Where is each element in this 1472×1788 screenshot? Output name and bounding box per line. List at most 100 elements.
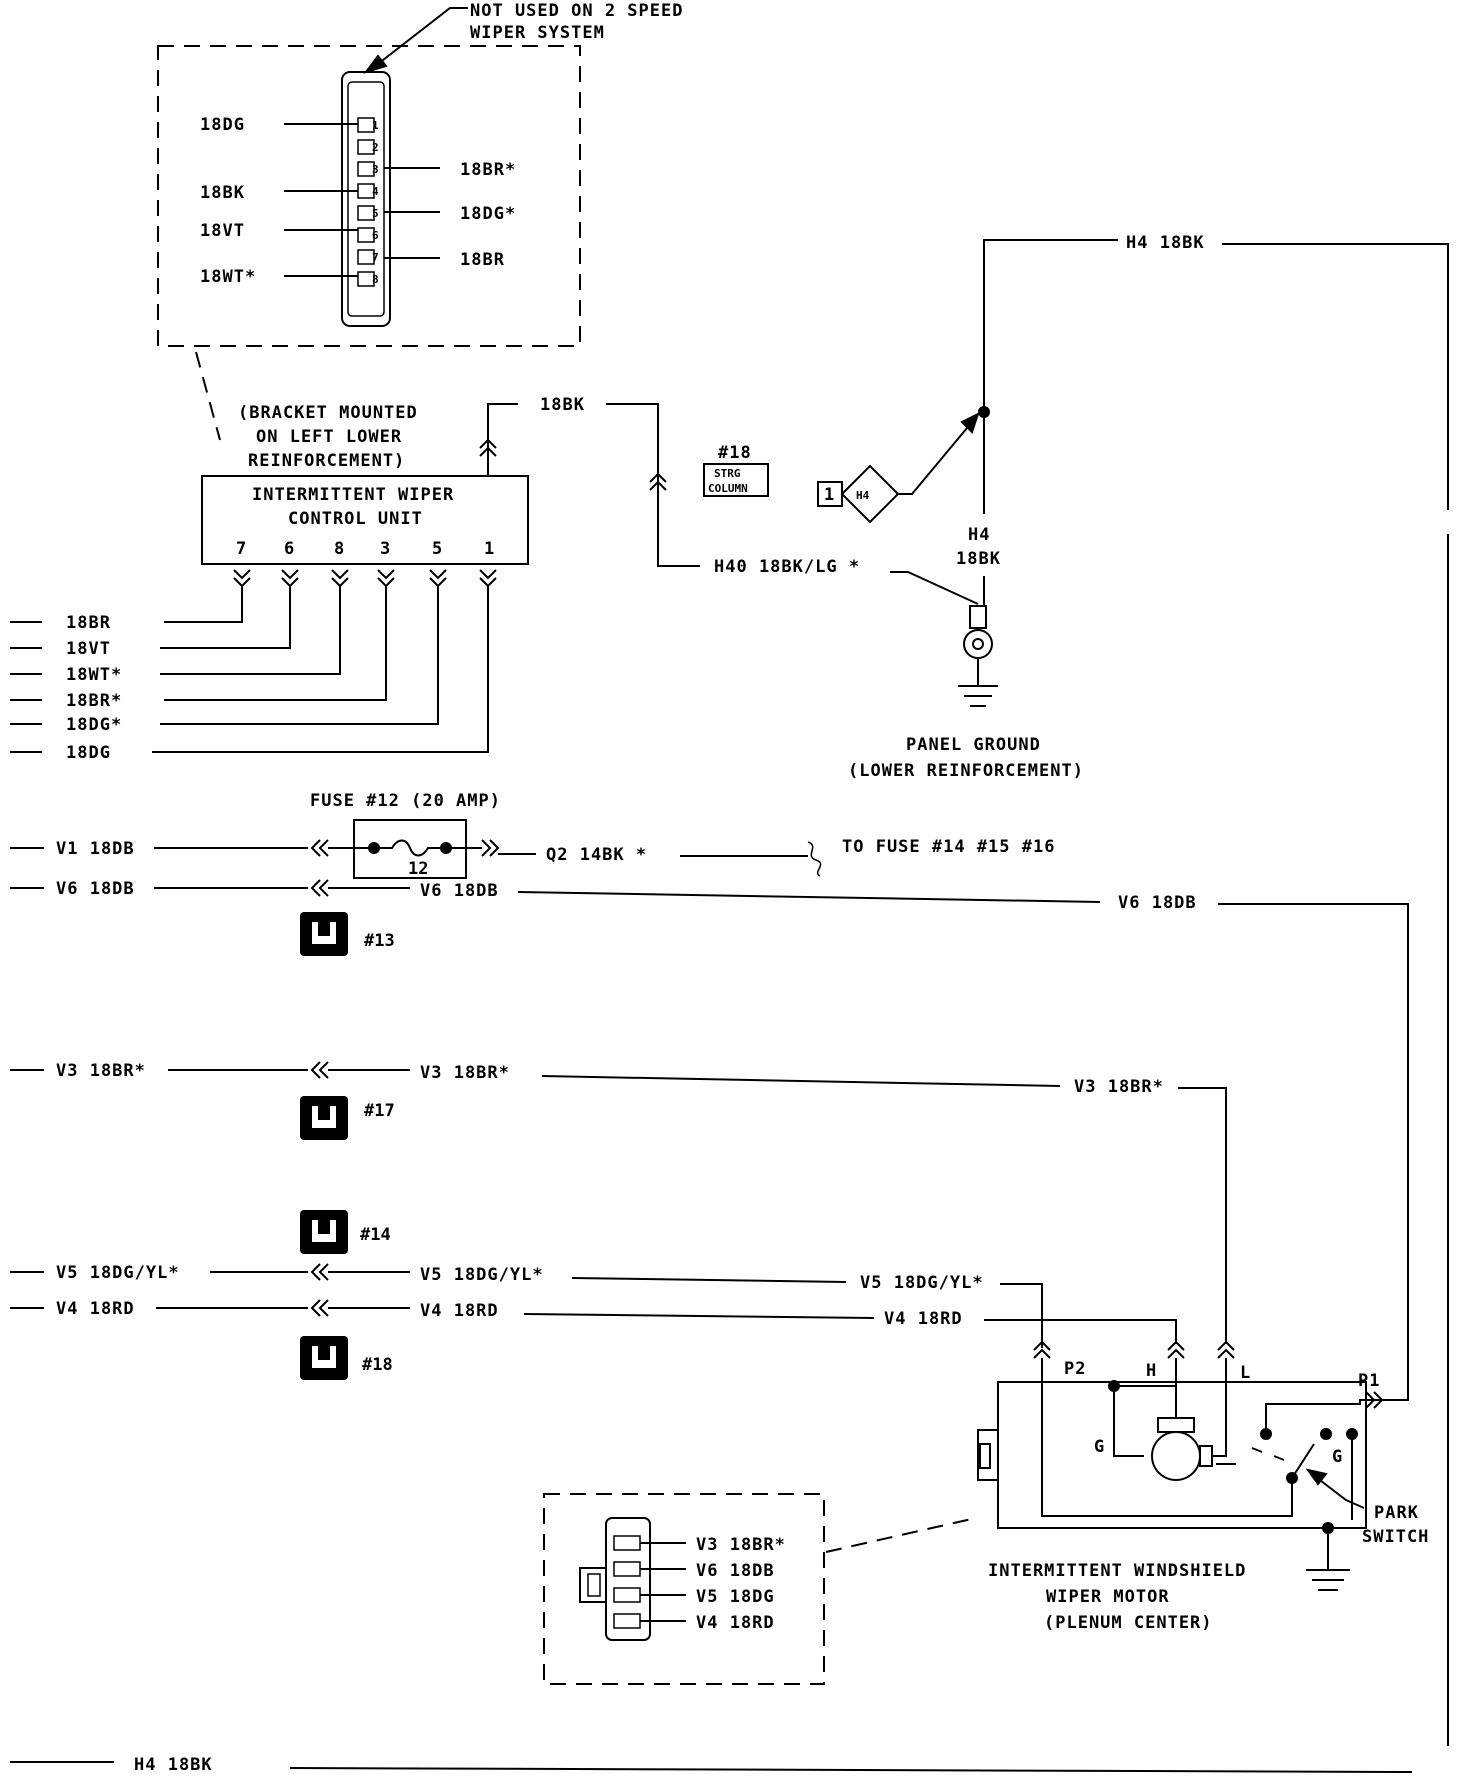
bracket-note-line-1: (BRACKET MOUNTED bbox=[238, 403, 418, 423]
wire-v6-right: V6 18DB bbox=[1118, 893, 1197, 913]
splice-id: H4 bbox=[856, 489, 870, 502]
motor-pin-p1: P1 bbox=[1358, 1371, 1380, 1391]
panel-ground-line-2: (LOWER REINFORCEMENT) bbox=[848, 761, 1084, 781]
motor-armature bbox=[1151, 1431, 1201, 1481]
motor-pin-h: H bbox=[1146, 1361, 1157, 1381]
fuse-12-section: FUSE #12 (20 AMP) 12 V1 18DB Q2 14BK * T… bbox=[10, 791, 1055, 879]
not-used-callout: NOT USED ON 2 SPEED WIPER SYSTEM bbox=[363, 1, 683, 74]
wire-18bk: 18BK bbox=[540, 395, 585, 415]
wire-v3-left: V3 18BR* bbox=[56, 1061, 146, 1081]
fuse-symbol bbox=[380, 839, 440, 857]
left-wire-18dg: 18DG bbox=[66, 743, 111, 763]
strg-line-1: STRG bbox=[714, 467, 741, 480]
strg-num: #18 bbox=[718, 443, 752, 463]
conn-right-label-5: 18DG* bbox=[460, 204, 516, 224]
connector-icon-17 bbox=[300, 1096, 348, 1140]
motor-ground-symbol bbox=[1306, 1528, 1350, 1591]
svg-text:2: 2 bbox=[372, 141, 379, 154]
conn-right-label-3: 18BR* bbox=[460, 160, 516, 180]
motor-pin-p2: P2 bbox=[1064, 1359, 1086, 1379]
conn-left-label-1: 18DG bbox=[200, 115, 245, 135]
control-unit-line-1: INTERMITTENT WIPER bbox=[252, 485, 454, 505]
cu-pin-1: 1 bbox=[484, 539, 494, 559]
connector-cavities: 1 2 3 4 5 6 7 8 bbox=[357, 117, 379, 287]
wire-break-symbol bbox=[807, 841, 822, 877]
strg-line-2: COLUMN bbox=[708, 482, 748, 495]
left-wire-18vt: 18VT bbox=[66, 639, 111, 659]
wire-v4-mid: V4 18RD bbox=[420, 1301, 499, 1321]
fuse-num: 12 bbox=[408, 859, 428, 879]
splice-num: 1 bbox=[824, 485, 834, 505]
motor-connector-detail: V3 18BR* V6 18DB V5 18DG V4 18RD bbox=[543, 1493, 977, 1685]
wire-v6-left: V6 18DB bbox=[56, 879, 135, 899]
splice-diamond bbox=[840, 464, 900, 524]
strg-column-box bbox=[703, 463, 769, 497]
callout-line-1: NOT USED ON 2 SPEED bbox=[470, 1, 683, 21]
svg-text:4: 4 bbox=[372, 185, 379, 198]
connector-label-13: #13 bbox=[364, 931, 395, 951]
svg-text:3: 3 bbox=[372, 163, 379, 176]
connector-icon-14-group: #14 bbox=[300, 1210, 391, 1254]
cu-pin-6: 6 bbox=[284, 539, 294, 559]
svg-text:1: 1 bbox=[372, 119, 379, 132]
bracket-note-line-2: ON LEFT LOWER bbox=[256, 427, 402, 447]
bracket-note-line-3: REINFORCEMENT) bbox=[248, 451, 405, 471]
wire-q2: Q2 14BK * bbox=[546, 845, 647, 865]
control-unit-line-2: CONTROL UNIT bbox=[288, 509, 423, 529]
wire-v5-left: V5 18DG/YL* bbox=[56, 1263, 180, 1283]
wire-v4-left: V4 18RD bbox=[56, 1299, 135, 1319]
wire-h4-vert-line-2: 18BK bbox=[956, 549, 1001, 569]
wire-v4-right: V4 18RD bbox=[884, 1309, 963, 1329]
left-wire-18br: 18BR bbox=[66, 613, 111, 633]
conn-left-label-4: 18BK bbox=[200, 183, 245, 203]
connector-label-17: #17 bbox=[364, 1101, 395, 1121]
motor-title-line-3: (PLENUM CENTER) bbox=[1044, 1613, 1213, 1633]
wire-v3-mid: V3 18BR* bbox=[420, 1063, 510, 1083]
cu-pin-5: 5 bbox=[432, 539, 442, 559]
park-switch-line-2: SWITCH bbox=[1362, 1527, 1429, 1547]
conn-left-label-6: 18VT bbox=[200, 221, 245, 241]
left-wire-18dg-star: 18DG* bbox=[66, 715, 122, 735]
v4-circuit: V4 18RD V4 18RD V4 18RD bbox=[10, 1299, 1177, 1344]
control-unit-outputs: 18BR 18VT 18WT* 18BR* 18DG* 18DG bbox=[10, 569, 497, 763]
connector-icon-13-group: #13 bbox=[300, 912, 395, 956]
wiper-motor: P2 H L P1 G G PARK SWITCH INTERMITTENT W… bbox=[977, 1341, 1429, 1633]
cu-pin-7: 7 bbox=[236, 539, 246, 559]
left-wire-18wt: 18WT* bbox=[66, 665, 122, 685]
motor-g-right: G bbox=[1332, 1447, 1343, 1467]
bracket-note: (BRACKET MOUNTED ON LEFT LOWER REINFORCE… bbox=[238, 403, 418, 471]
wire-v6-mid: V6 18DB bbox=[420, 881, 499, 901]
connector-icon-18-group: #18 bbox=[300, 1336, 393, 1380]
conn-left-label-8: 18WT* bbox=[200, 267, 256, 287]
v6-circuit: V6 18DB V6 18DB V6 18DB bbox=[10, 879, 1409, 1401]
cu-pin-3: 3 bbox=[380, 539, 390, 559]
left-wire-18br-star: 18BR* bbox=[66, 691, 122, 711]
leader-dashed bbox=[195, 351, 221, 441]
to-fuse-label: TO FUSE #14 #15 #16 bbox=[842, 837, 1055, 857]
h4-bottom-circuit: H4 18BK bbox=[10, 1755, 1413, 1775]
conn-right-label-7: 18BR bbox=[460, 250, 505, 270]
connector-icon-17-group: #17 bbox=[300, 1096, 395, 1140]
fuse-title: FUSE #12 (20 AMP) bbox=[310, 791, 501, 811]
wire-h4-top: H4 18BK bbox=[1126, 233, 1205, 253]
control-unit: INTERMITTENT WIPER CONTROL UNIT 7 6 8 3 … bbox=[201, 403, 529, 565]
ground-circuit: 18BK H40 18BK/LG * #18 STRG COLUMN 1 H4 … bbox=[540, 233, 1449, 1746]
svg-text:6: 6 bbox=[372, 229, 379, 242]
motor-title-line-1: INTERMITTENT WINDSHIELD bbox=[988, 1561, 1246, 1581]
motor-conn-v5: V5 18DG bbox=[696, 1587, 775, 1607]
park-switch-line-1: PARK bbox=[1374, 1503, 1419, 1523]
callout-line-2: WIPER SYSTEM bbox=[470, 23, 605, 43]
v5-circuit: V5 18DG/YL* V5 18DG/YL* V5 18DG/YL* bbox=[10, 1263, 1043, 1348]
motor-conn-v3: V3 18BR* bbox=[696, 1535, 786, 1555]
v3-circuit: V3 18BR* V3 18BR* V3 18BR* bbox=[10, 1061, 1227, 1344]
panel-ground-symbol bbox=[958, 658, 998, 707]
wire-h4-vert-line-1: H4 bbox=[968, 525, 990, 545]
cu-pin-8: 8 bbox=[334, 539, 344, 559]
wire-v3-right: V3 18BR* bbox=[1074, 1077, 1164, 1097]
top-connector-detail: 1 2 3 4 5 6 7 8 18DG 18BK 18VT 18WT* 18B… bbox=[157, 45, 581, 347]
connector-icon-13 bbox=[300, 912, 348, 956]
motor-pin-l: L bbox=[1240, 1363, 1251, 1383]
wire-h40: H40 18BK/LG * bbox=[714, 557, 860, 577]
motor-conn-v6: V6 18DB bbox=[696, 1561, 775, 1581]
